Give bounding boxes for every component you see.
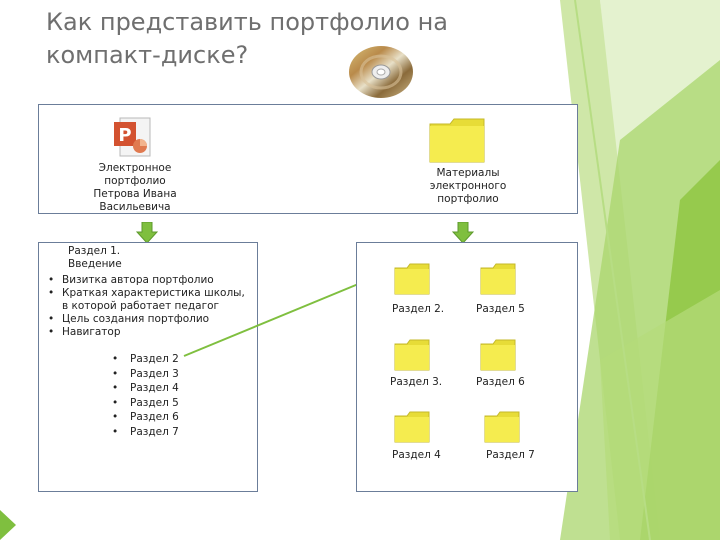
section-1-heading: Раздел 1. Введение (68, 245, 122, 270)
folder-label: Раздел 3. (390, 376, 443, 388)
left-box (38, 242, 258, 492)
folder-icon[interactable] (480, 262, 516, 296)
cd-disc-icon (349, 46, 413, 98)
materials-folder-icon[interactable] (428, 116, 486, 166)
folder-label: Раздел 5 (476, 303, 525, 315)
materials-caption: Материалы электронного портфолио (429, 167, 507, 205)
folder-icon[interactable] (484, 410, 520, 444)
section-list: •Раздел 2 •Раздел 3 •Раздел 4 •Раздел 5 … (112, 352, 232, 439)
folder-icon[interactable] (394, 338, 430, 372)
powerpoint-file-icon[interactable]: P (112, 116, 154, 160)
section-link[interactable]: •Раздел 5 (112, 396, 179, 409)
connector-arrow (183, 276, 376, 357)
svg-text:P: P (118, 125, 131, 146)
down-arrow-icon (452, 222, 474, 244)
section-link[interactable]: •Раздел 2 (112, 353, 179, 365)
folder-label: Раздел 6 (476, 376, 525, 388)
down-arrow-icon (136, 222, 158, 244)
folder-label: Раздел 4 (392, 449, 441, 461)
section-link[interactable]: •Раздел 4 (112, 382, 179, 394)
folder-label: Раздел 7 (486, 449, 535, 461)
page-title: Как представить портфолио на компакт-дис… (46, 8, 448, 69)
folder-icon[interactable] (394, 410, 430, 444)
section-link[interactable]: •Раздел 3 (112, 367, 179, 380)
folder-icon[interactable] (394, 262, 430, 296)
section-link[interactable]: •Раздел 7 (112, 425, 179, 438)
intro-bullet-list: •Визитка автора портфолио •Краткая харак… (48, 274, 245, 338)
section-link[interactable]: •Раздел 6 (112, 411, 179, 423)
right-box (356, 242, 578, 492)
portfolio-file-caption: Электронное портфолио Петрова Ивана Васи… (93, 162, 177, 213)
folder-icon[interactable] (480, 338, 516, 372)
folder-label: Раздел 2. (392, 303, 445, 315)
